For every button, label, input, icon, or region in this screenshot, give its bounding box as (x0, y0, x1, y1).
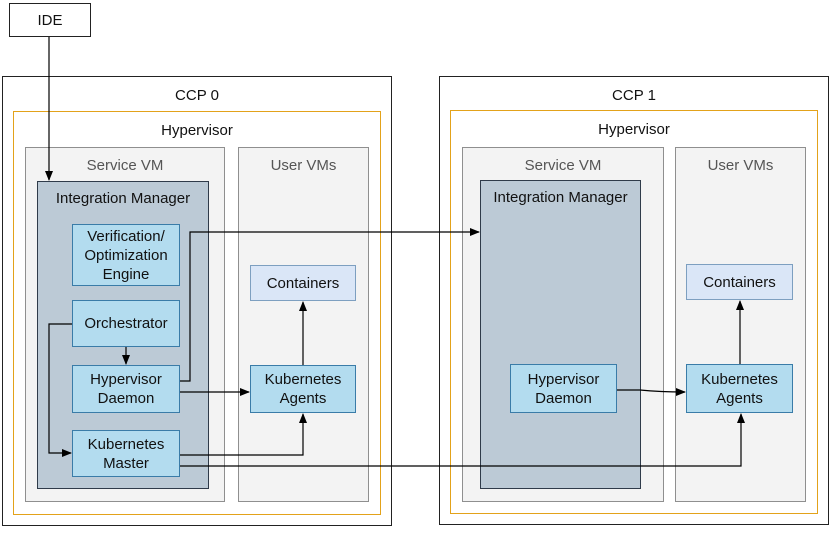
ccp0-integration-manager-label: Integration Manager (55, 190, 191, 207)
ccp0-kubernetes-master: Kubernetes Master (72, 430, 180, 477)
ccp1-user-vms: User VMs (675, 147, 806, 502)
ccp0-user-vms: User VMs (238, 147, 369, 502)
ccp1-title: CCP 1 (612, 87, 656, 104)
ccp0-orchestrator: Orchestrator (72, 300, 180, 347)
ccp0-title: CCP 0 (175, 87, 219, 104)
ccp1-hypervisor-daemon: Hypervisor Daemon (510, 364, 617, 413)
ide-label: IDE (37, 11, 63, 29)
ccp0-hypervisor-daemon: Hypervisor Daemon (72, 365, 180, 413)
ccp1-containers: Containers (686, 264, 793, 300)
ccp0-kubernetes-agents: Kubernetes Agents (250, 365, 356, 413)
ccp1-integration-manager: Integration Manager (480, 180, 641, 489)
ccp0-hypervisor-label: Hypervisor (161, 122, 233, 139)
ccp0-verification-engine: Verification/ Optimization Engine (72, 224, 180, 286)
ccp1-integration-manager-label: Integration Manager (493, 189, 628, 206)
ide-box: IDE (9, 3, 91, 37)
ccp0-service-vm-label: Service VM (86, 157, 164, 174)
ccp1-kubernetes-agents: Kubernetes Agents (686, 364, 793, 413)
ccp0-user-vms-label: User VMs (270, 157, 337, 174)
ccp1-user-vms-label: User VMs (707, 157, 774, 174)
ccp1-hypervisor-label: Hypervisor (598, 121, 670, 138)
ccp0-containers: Containers (250, 265, 356, 301)
ccp1-service-vm-label: Service VM (524, 157, 602, 174)
